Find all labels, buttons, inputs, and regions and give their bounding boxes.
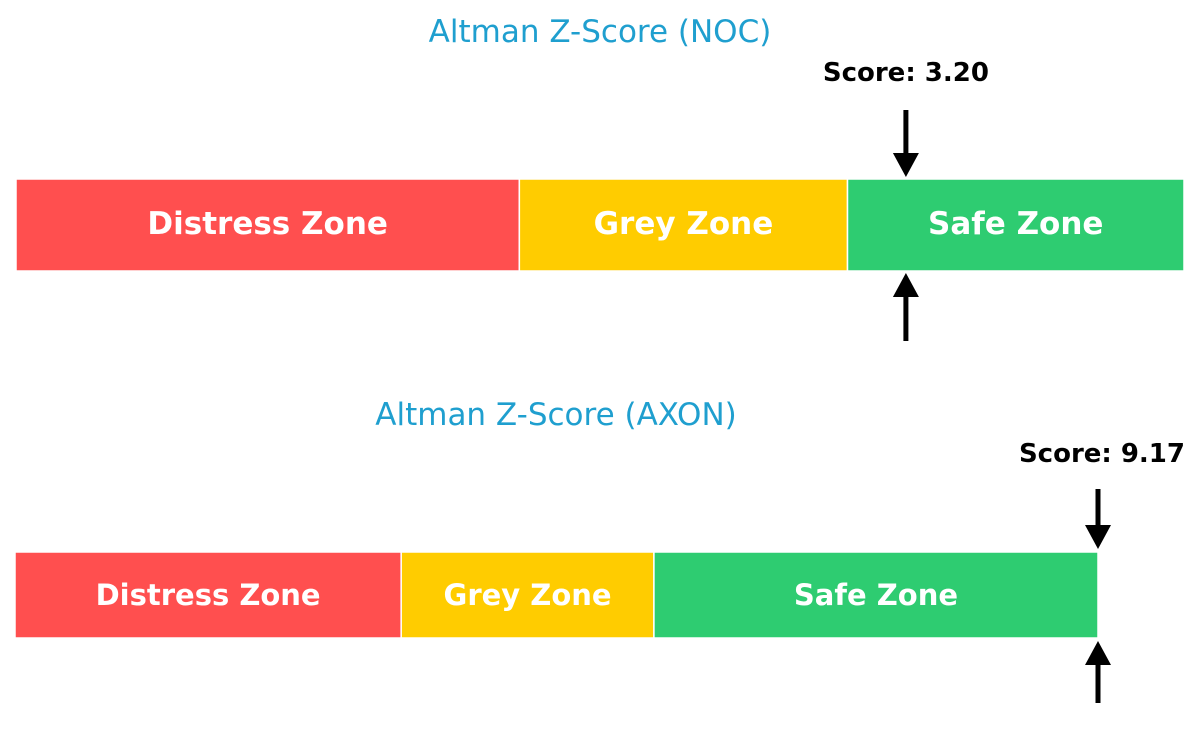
score-arrow-down-noc: [892, 110, 919, 177]
score-label-axon: Score: 9.17: [1019, 439, 1185, 469]
zone-label-grey-zone-noc: Grey Zone: [594, 206, 774, 242]
zone-distress-zone-noc: [15, 178, 521, 272]
zone-label-safe-zone-axon: Safe Zone: [794, 578, 958, 612]
zone-distress-zone-axon: [14, 551, 402, 639]
zone-bar-axon: Distress Zone Grey Zone Safe Zone: [14, 551, 1099, 639]
zone-bar-noc: Distress Zone Grey Zone Safe Zone: [15, 178, 1185, 272]
zone-label-safe-zone-noc: Safe Zone: [928, 206, 1103, 242]
zone-grey-zone-axon: [400, 551, 655, 639]
zone-grey-zone-noc: [518, 178, 849, 272]
zone-safe-zone-noc: [846, 178, 1185, 272]
score-arrows-noc: [892, 110, 919, 341]
chart-title-axon: Altman Z-Score (AXON): [375, 397, 736, 433]
score-arrow-down-axon: [1085, 489, 1111, 549]
score-arrow-up-axon: [1085, 641, 1111, 703]
zscore-panel-axon: Altman Z-Score (AXON) Distress Zone Grey …: [14, 397, 1185, 703]
zone-label-distress-zone-noc: Distress Zone: [147, 206, 388, 242]
score-arrows-axon: [1085, 489, 1111, 703]
zscore-panel-noc: Altman Z-Score (NOC) Distress Zone Grey Z…: [15, 14, 1185, 341]
zone-label-grey-zone-axon: Grey Zone: [444, 578, 612, 612]
score-label-noc: Score: 3.20: [823, 58, 989, 88]
chart-title-noc: Altman Z-Score (NOC): [429, 14, 772, 50]
zone-label-distress-zone-axon: Distress Zone: [96, 578, 321, 612]
zone-safe-zone-axon: [653, 551, 1099, 639]
score-arrow-up-noc: [892, 273, 919, 341]
